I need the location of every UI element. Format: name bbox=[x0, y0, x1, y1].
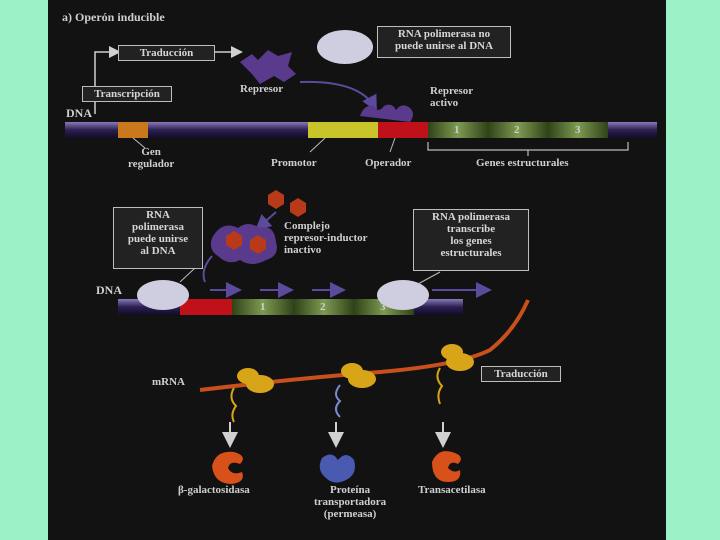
operator-segment bbox=[378, 122, 428, 138]
regulator-gene-segment bbox=[118, 122, 148, 138]
inducer-molecule bbox=[290, 198, 306, 217]
pointer-line bbox=[417, 271, 441, 285]
rna-polymerase-transcribes-box: RNA polimerasa transcribe los genes estr… bbox=[413, 209, 529, 271]
ribosome bbox=[341, 363, 376, 388]
middle-gene-2-number: 2 bbox=[320, 301, 326, 313]
gene-1-segment bbox=[232, 299, 294, 315]
rna-polymerase-cannot-bind-box: RNA polimerasa no puede unirse al DNA bbox=[377, 26, 511, 58]
rna-polymerase-transcribing bbox=[377, 280, 429, 310]
middle-gene-1-number: 1 bbox=[260, 301, 266, 313]
active-repressor-shape bbox=[360, 104, 413, 122]
operador-label: Operador bbox=[365, 157, 412, 169]
top-dna-strand bbox=[65, 122, 657, 138]
complejo-label: Complejo represor-inductor inactivo bbox=[284, 220, 368, 256]
transcription-arrow bbox=[94, 46, 121, 114]
traduccion-box: Traducción bbox=[118, 45, 215, 61]
repressor-inductor-complex bbox=[210, 224, 277, 264]
promotor-label: Promotor bbox=[271, 157, 317, 169]
gene-2-segment bbox=[294, 299, 354, 315]
top-dna-label: DNA bbox=[66, 106, 92, 120]
ribosome bbox=[441, 344, 474, 371]
beta-galactosidase-protein bbox=[212, 451, 243, 484]
gen-regulador-pointer bbox=[132, 137, 146, 149]
represor-label: Represor bbox=[240, 83, 284, 95]
middle-gene-3-number: 3 bbox=[380, 301, 386, 313]
top-gene-2-number: 2 bbox=[514, 124, 520, 136]
gen-regulador-label: Gen regulador bbox=[128, 146, 175, 170]
gene-3-segment bbox=[548, 122, 608, 138]
repressor-binding-arrow bbox=[299, 80, 377, 112]
promotor-pointer bbox=[309, 137, 326, 153]
structural-genes-brace bbox=[427, 142, 629, 156]
middle-dna-strand bbox=[118, 299, 463, 315]
transacetylase-protein bbox=[432, 451, 461, 482]
represor-activo-label: Represor activo bbox=[430, 85, 474, 109]
beta-galactosidasa-label: β-galactosidasa bbox=[178, 484, 250, 496]
rna-polymerase-bound bbox=[137, 280, 189, 310]
operador-pointer bbox=[389, 137, 396, 153]
release-arrow bbox=[202, 255, 213, 283]
permease-protein bbox=[319, 454, 355, 483]
pointer-line bbox=[179, 267, 196, 283]
inducer-arrow bbox=[255, 211, 277, 231]
mrna-strand bbox=[199, 299, 530, 392]
rna-polymerase-can-bind-box: RNA polimerasa puede unirse al DNA bbox=[113, 207, 203, 269]
rna-polymerase-oval bbox=[317, 30, 373, 64]
mrna-label: mRNA bbox=[152, 376, 185, 388]
gene-2-segment bbox=[488, 122, 548, 138]
repressor-shape bbox=[240, 50, 296, 84]
operator-segment bbox=[180, 299, 232, 315]
transcripcion-box: Transcripción bbox=[82, 86, 172, 102]
gene-1-segment bbox=[428, 122, 488, 138]
polypeptide-chain bbox=[436, 367, 444, 405]
inducer-molecule bbox=[268, 190, 284, 209]
ribosome bbox=[237, 368, 274, 393]
diagram-title: a) Operón inducible bbox=[62, 10, 165, 24]
bound-inducer bbox=[250, 235, 266, 254]
permeasa-label: Proteína transportadora (permeasa) bbox=[314, 484, 387, 520]
genes-estructurales-label: Genes estructurales bbox=[476, 157, 569, 169]
top-gene-1-number: 1 bbox=[454, 124, 460, 136]
transacetilasa-label: Transacetilasa bbox=[418, 484, 486, 496]
middle-dna-label: DNA bbox=[96, 283, 122, 297]
top-gene-3-number: 3 bbox=[575, 124, 581, 136]
promoter-segment bbox=[308, 122, 378, 138]
bound-inducer bbox=[226, 231, 242, 250]
bottom-traduccion-box: Traducción bbox=[481, 366, 561, 382]
polypeptide-chain bbox=[230, 387, 238, 423]
polypeptide-chain bbox=[335, 384, 342, 418]
